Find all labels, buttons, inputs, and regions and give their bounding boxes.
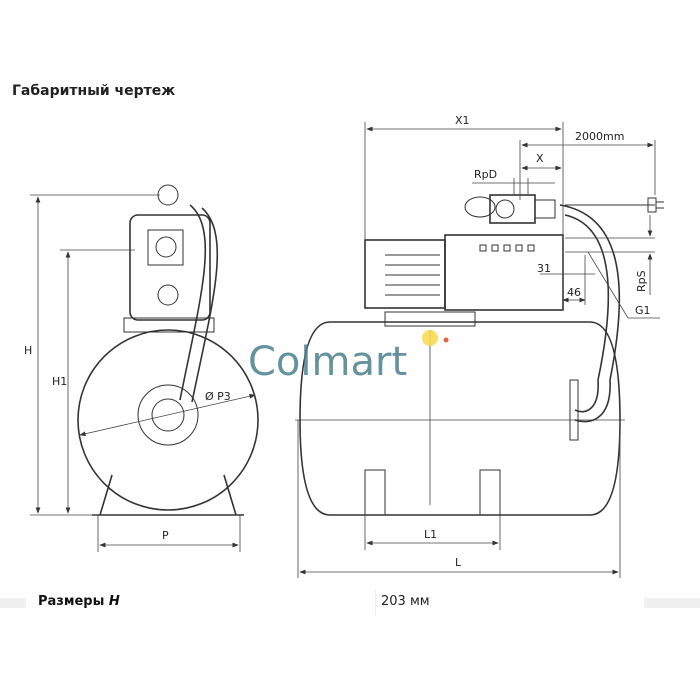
leg-right [479,469,501,516]
dim-cable-label: 2000mm [575,130,624,143]
colmart-watermark-logo: Colmart [248,330,449,385]
pump-side [129,214,211,321]
dim-rpd-label: RpD [474,168,497,181]
dim-g1-label: G1 [635,304,651,317]
front-view: X1 2000mm X RpD RpS 31 46 G1 L1 [295,114,664,578]
spec-value: 203 мм [381,594,430,609]
dim-x-label: X [536,152,544,165]
leg-left [364,469,386,516]
gauge [495,199,515,219]
dim-31-label: 31 [537,262,551,275]
hose-side [179,204,218,403]
dim-h-label: H [24,344,32,357]
hose-front [559,204,621,381]
motor [364,239,446,309]
pressure-switch [489,194,536,224]
dim-46-label: 46 [567,286,581,299]
dim-l1-label: L1 [424,528,437,541]
dim-rps-label: RpS [635,270,648,292]
dim-x1-label: X1 [455,114,470,127]
spec-row: Размеры H 203 мм [0,590,700,616]
tank-side [77,329,259,511]
side-view: Ø P3 H H1 P [24,184,259,552]
pump-mount [123,317,215,333]
spec-label: Размеры H [38,594,120,609]
dim-p3-label: Ø P3 [205,390,231,403]
dim-l-label: L [455,556,462,569]
dim-p-label: P [162,529,169,542]
dim-h1-label: H1 [52,375,67,388]
tank-front [299,321,621,516]
tank-base [92,474,244,516]
svg-text:Colmart: Colmart [248,339,407,385]
section-title: Габаритный чертеж [12,83,176,99]
